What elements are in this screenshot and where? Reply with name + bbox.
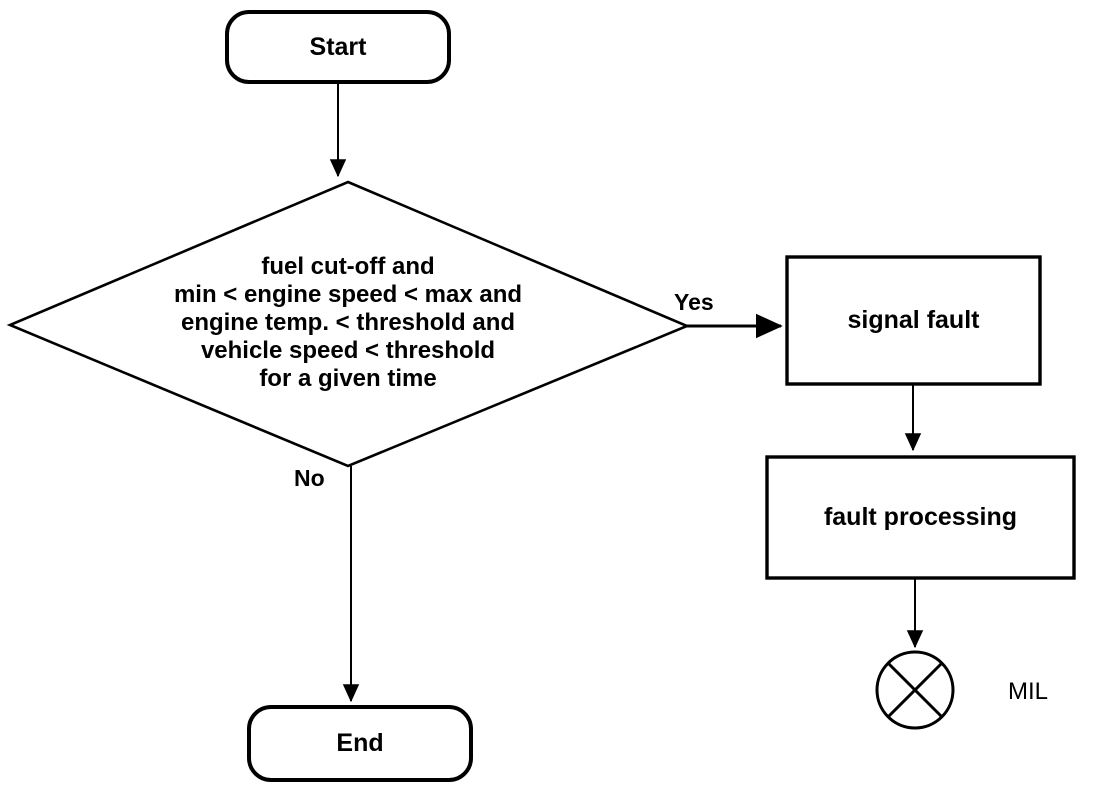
edge-label-no: No: [294, 465, 325, 491]
edge-label-yes: Yes: [674, 289, 714, 315]
mil-label: MIL: [1008, 678, 1049, 705]
fault-processing-node-shape[interactable]: [765, 455, 1076, 580]
mil-lamp-cross-2: [886, 661, 944, 719]
signal-fault-node-shape[interactable]: [785, 255, 1042, 386]
decision-node-shape[interactable]: [6, 180, 691, 468]
end-node-shape[interactable]: [247, 705, 473, 782]
start-node-shape[interactable]: [225, 10, 451, 84]
